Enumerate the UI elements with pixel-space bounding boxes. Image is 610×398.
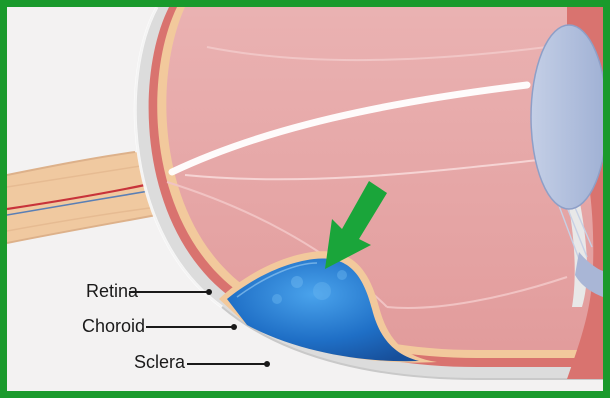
- choroid-leader-dot: [231, 324, 237, 330]
- sclera-label: Sclera: [134, 353, 185, 371]
- choroid-leader-line: [146, 326, 232, 328]
- retina-leader-dot: [206, 289, 212, 295]
- retina-leader-line: [129, 291, 208, 293]
- sclera-leader-line: [187, 363, 267, 365]
- choroid-label: Choroid: [82, 317, 145, 335]
- sclera-leader-dot: [264, 361, 270, 367]
